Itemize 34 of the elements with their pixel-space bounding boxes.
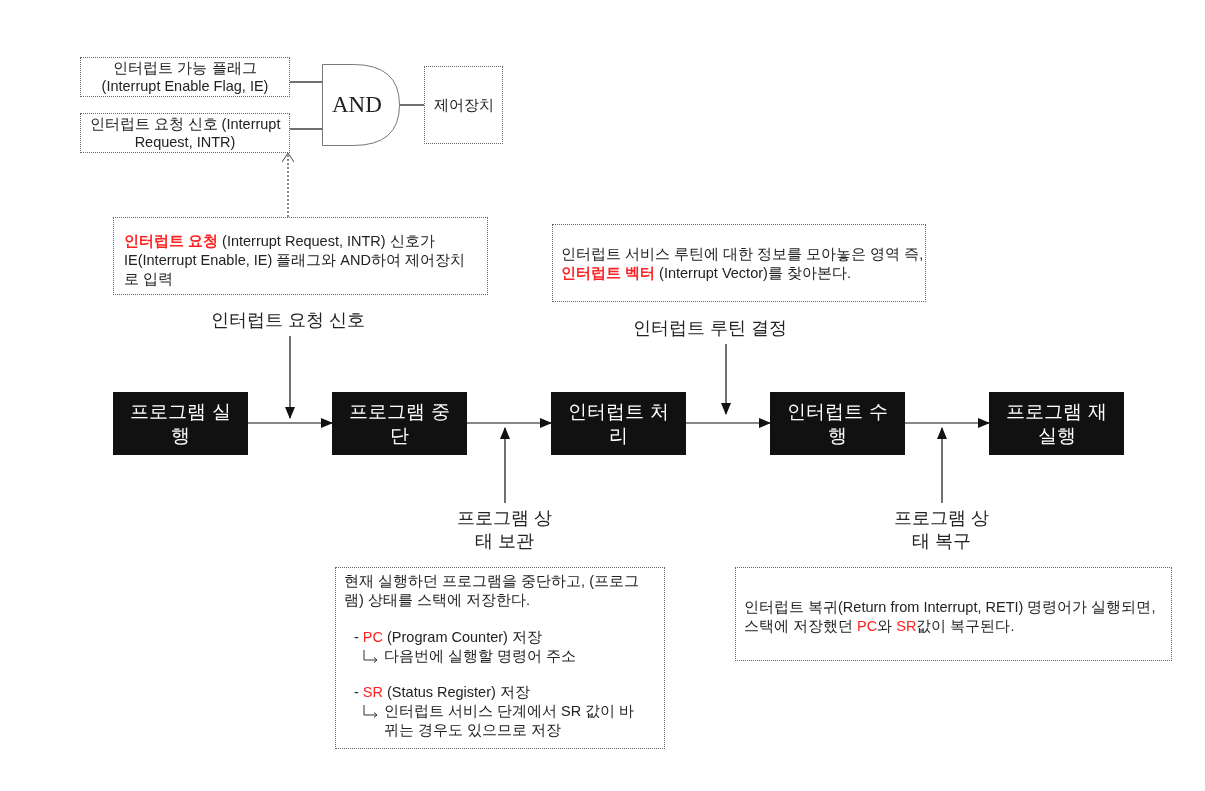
process-box: 프로그램 중단: [332, 392, 467, 455]
note-box: 인터럽트 요청 (Interrupt Request, INTR) 신호가 IE(Interrupt Enable, IE) 플래그와 AND하여 제어장치로 입력: [113, 217, 488, 295]
note-text: 다음번에 실행할 명령어 주소: [384, 646, 577, 666]
arrow: [281, 152, 295, 218]
arrow: [904, 418, 990, 428]
arrow: [500, 427, 510, 504]
note-box: 인터럽트 복귀(Return from Interrupt, RETI) 명령어가 실행되면, 스택에 저장했던 PC와 SR값이 복구된다.: [735, 567, 1172, 661]
arrow: [937, 427, 947, 504]
note-text: 현재 실행하던 프로그램을 중단하고, (프로그램) 상태를 스택에 저장한다.: [344, 572, 640, 610]
arrow: [285, 335, 295, 419]
process-box: 인터럽트 처리: [551, 392, 686, 455]
arrow: [466, 418, 552, 428]
note-box: 인터럽트 서비스 루틴에 대한 정보를 모아놓은 영역 즉, 인터럽트 벡터 (Interrupt Vector)를 찾아본다.: [552, 224, 926, 302]
connector-line: [289, 81, 323, 83]
note-text: - PC (Program Counter) 저장: [354, 627, 542, 647]
step-label: 인터럽트 루틴 결정: [610, 314, 810, 344]
arrow: [721, 343, 731, 415]
step-label: 인터럽트 요청 신호: [195, 306, 381, 336]
step-label: 프로그램 상태 복구: [887, 503, 997, 557]
arrow: [247, 418, 333, 428]
process-box: 프로그램 재실행: [989, 392, 1124, 455]
process-box: 인터럽트 수행: [770, 392, 905, 455]
control-unit-box: 제어장치: [424, 66, 503, 144]
process-box: 프로그램 실행: [113, 392, 248, 455]
note-box: [335, 567, 665, 749]
note-text: 인터럽트 서비스 단계에서 SR 값이 바뀌는 경우도 있으므로 저장: [384, 702, 636, 740]
arrow: [685, 418, 771, 428]
signal-box: 인터럽트 요청 신호 (Interrupt Request, INTR): [80, 113, 290, 153]
note-text: - SR (Status Register) 저장: [354, 683, 530, 703]
step-label: 프로그램 상태 보관: [450, 503, 560, 557]
and-gate: AND: [322, 64, 400, 146]
signal-box: 인터럽트 가능 플래그 (Interrupt Enable Flag, IE): [80, 57, 290, 97]
connector-line: [399, 104, 425, 106]
connector-line: [289, 128, 323, 130]
